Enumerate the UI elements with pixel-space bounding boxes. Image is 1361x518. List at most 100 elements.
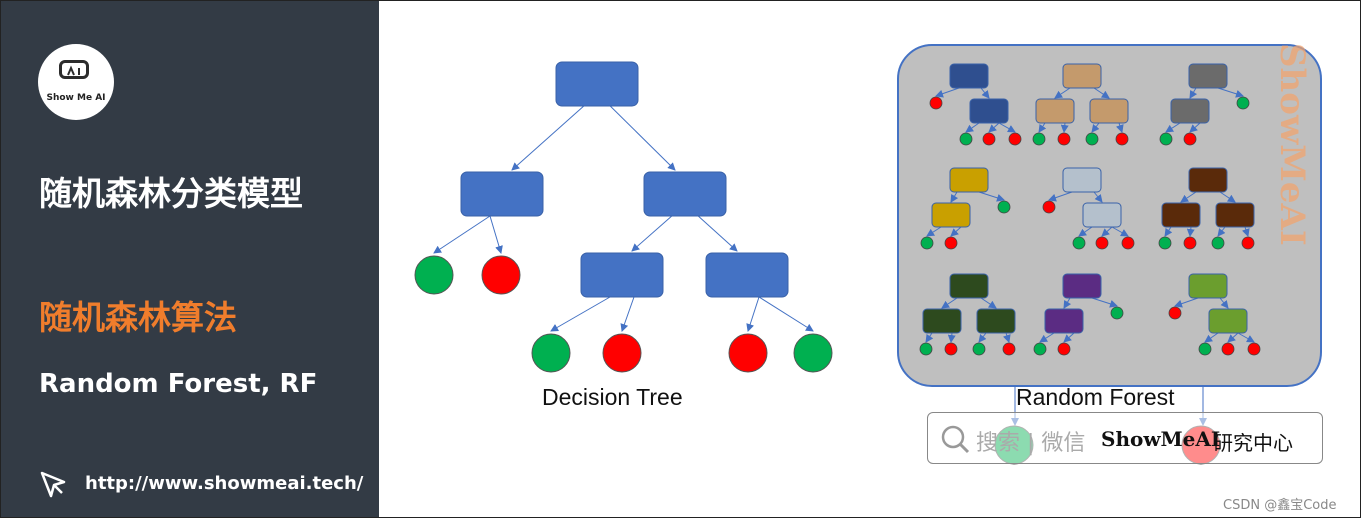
positive-leaf: [959, 132, 973, 146]
forest-edge: [978, 332, 987, 343]
forest-edge: [965, 122, 980, 133]
forest-edge: [1093, 87, 1110, 99]
forest-edge: [1217, 226, 1226, 237]
negative-leaf: [944, 342, 958, 356]
search-box[interactable]: 搜索 | 微信 ShowMeAI 研究中心: [927, 412, 1323, 464]
tree-node: [643, 171, 727, 217]
search-icon: [941, 425, 970, 454]
forest-edge: [941, 297, 958, 309]
negative-leaf: [1115, 132, 1129, 146]
tree-diagram: [414, 44, 1322, 465]
forest-edge: [925, 332, 934, 343]
forest-edge: [1048, 191, 1073, 202]
tree-node: [460, 171, 544, 217]
positive-leaf: [920, 236, 934, 250]
credit-text: CSDN @鑫宝Code: [1223, 498, 1337, 513]
forest-tree: [919, 273, 1016, 356]
positive-leaf: [1211, 236, 1225, 250]
forest-node: [1062, 63, 1102, 89]
diagram-area: Decision Tree Random Forest ShowMeAI 搜索 …: [379, 1, 1360, 517]
watermark: ShowMeAI: [1272, 31, 1342, 291]
forest-edge: [1204, 332, 1219, 343]
negative-leaf: [944, 236, 958, 250]
watermark-text: ShowMeAI: [1272, 43, 1312, 246]
forest-edge: [1038, 122, 1047, 133]
english-title: Random Forest, RF: [39, 369, 318, 399]
search-brand: ShowMeAI: [1101, 427, 1221, 451]
forest-edge: [980, 87, 990, 99]
positive-leaf: [414, 255, 454, 295]
forest-node: [1062, 167, 1102, 193]
forest-node: [1188, 273, 1228, 299]
negative-leaf: [1057, 132, 1071, 146]
forest-edge: [1091, 122, 1100, 133]
tree-edge: [609, 105, 676, 171]
forest-node: [976, 308, 1016, 334]
positive-leaf: [919, 342, 933, 356]
logo-text: Show Me AI: [46, 93, 106, 103]
negative-leaf: [1221, 342, 1235, 356]
forest-edge: [1180, 191, 1197, 203]
forest-edge: [1237, 332, 1255, 343]
forest-edge: [1054, 87, 1071, 99]
robot-face-icon: [59, 60, 89, 79]
search-suffix: 研究中心: [1213, 431, 1293, 455]
negative-leaf: [1095, 236, 1109, 250]
positive-leaf: [1110, 306, 1124, 320]
forest-node: [1044, 308, 1084, 334]
tree-node: [705, 252, 789, 298]
positive-leaf: [1198, 342, 1212, 356]
negative-leaf: [1183, 236, 1197, 250]
forest-tree: [1159, 63, 1250, 146]
leaf-edge: [746, 296, 760, 332]
leaf-edge: [758, 296, 814, 332]
positive-leaf: [531, 333, 571, 373]
negative-leaf: [1241, 236, 1255, 250]
forest-node: [1188, 167, 1228, 193]
forest-node: [1208, 308, 1248, 334]
forest-edge: [1189, 122, 1201, 133]
positive-leaf: [997, 200, 1011, 214]
forest-node: [1188, 63, 1228, 89]
forest-node: [1215, 202, 1255, 228]
forest-node: [931, 202, 971, 228]
forest-edge: [926, 226, 942, 237]
negative-leaf: [481, 255, 521, 295]
negative-leaf: [1168, 306, 1182, 320]
leaf-edge: [433, 215, 491, 254]
page-title: 随机森林分类模型: [39, 174, 303, 213]
forest-edge: [950, 191, 959, 203]
forest-tree: [920, 167, 1011, 250]
forest-edge: [978, 191, 1005, 202]
negative-leaf: [1247, 342, 1261, 356]
forest-edge: [1111, 226, 1129, 237]
forest-edge: [1217, 87, 1244, 98]
negative-leaf: [1002, 342, 1016, 356]
negative-leaf: [602, 333, 642, 373]
forest-edge: [1101, 226, 1113, 237]
forest-node: [1170, 98, 1210, 124]
forest-edge: [1186, 226, 1195, 237]
forest-edge: [947, 332, 956, 343]
forest-edge: [950, 226, 962, 237]
showmeai-logo[interactable]: Show Me AI: [38, 44, 114, 120]
forest-edge: [1164, 226, 1173, 237]
positive-leaf: [1085, 132, 1099, 146]
positive-leaf: [972, 342, 986, 356]
decision-tree-label: Decision Tree: [542, 384, 683, 410]
search-placeholder: 搜索 | 微信: [976, 431, 1086, 456]
tree-edge: [697, 215, 738, 252]
website-link[interactable]: http://www.showmeai.tech/: [85, 473, 364, 494]
forest-edge: [1174, 297, 1199, 308]
forest-edge: [1078, 226, 1093, 237]
forest-node: [1035, 98, 1075, 124]
forest-node: [922, 308, 962, 334]
forest-edge: [988, 122, 1000, 133]
forest-tree: [1168, 273, 1261, 356]
leaf-edge: [550, 296, 611, 332]
cursor-icon: [40, 471, 66, 498]
forest-edge: [1227, 332, 1239, 343]
forest-node: [1161, 202, 1201, 228]
forest-edge: [1093, 191, 1103, 203]
